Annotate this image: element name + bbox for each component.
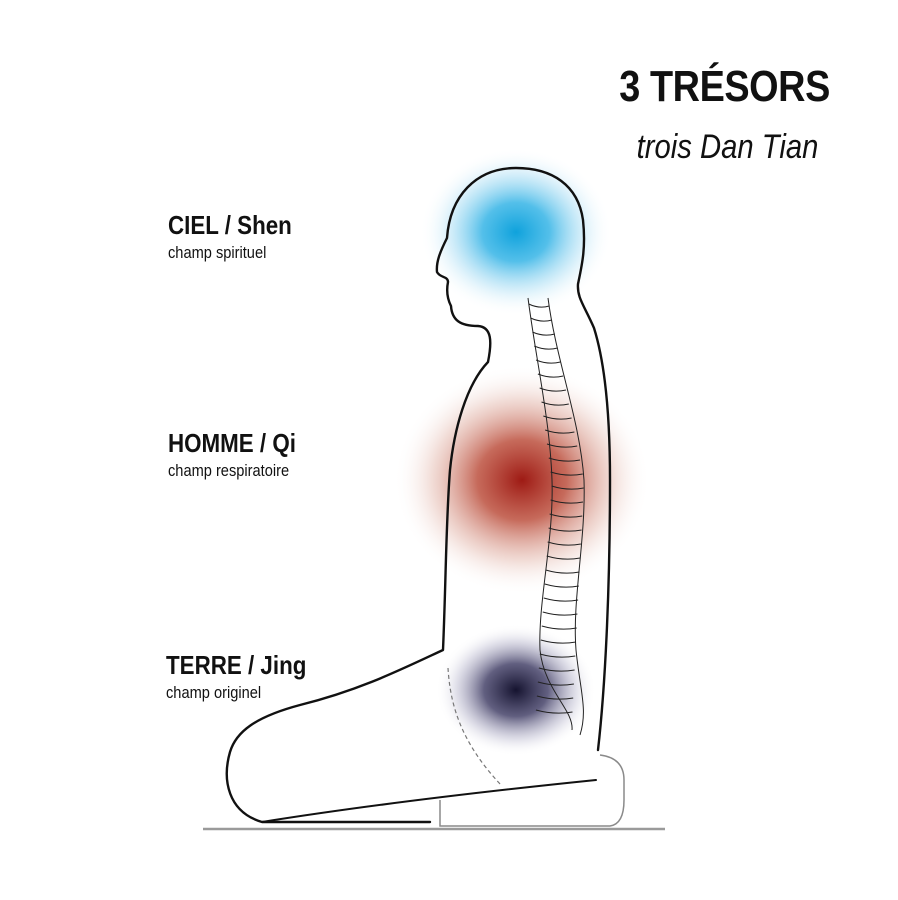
vertebra	[550, 499, 584, 504]
leg-outline	[261, 779, 597, 823]
jing-dantian-glow	[436, 624, 596, 756]
vertebra	[545, 569, 580, 574]
shen-dantian-glow	[420, 148, 612, 316]
page-subtitle: trois Dan Tian	[636, 128, 818, 166]
vertebra	[538, 667, 575, 672]
vertebra	[541, 401, 569, 406]
vertebra	[536, 695, 574, 700]
vertebra	[542, 611, 578, 616]
body-outline	[225, 166, 612, 824]
vertebra	[535, 359, 561, 364]
vertebra	[543, 415, 572, 420]
vertebra	[550, 471, 583, 476]
vertebra	[539, 653, 576, 658]
meditation-cushion	[439, 754, 625, 827]
page-title: 3 TRÉSORS	[619, 62, 830, 111]
vertebra	[537, 373, 564, 378]
vertebra	[540, 639, 577, 644]
treasure-label-homme: HOMME / Qi champ respiratoire	[168, 428, 296, 483]
vertebra	[541, 625, 577, 630]
vertebra	[547, 541, 581, 546]
vertebra	[544, 583, 579, 588]
vertebra	[528, 303, 550, 308]
vertebra	[537, 681, 574, 686]
vertebra	[548, 527, 582, 532]
hidden-leg-dashed	[447, 667, 503, 787]
qi-dantian-glow	[394, 365, 650, 595]
treasure-label-ciel: CIEL / Shen champ spirituel	[168, 210, 292, 265]
vertebra	[543, 597, 579, 602]
vertebra	[546, 555, 581, 560]
treasure-description: champ spirituel	[168, 243, 267, 262]
spine	[527, 297, 585, 736]
vertebra	[535, 709, 573, 714]
vertebra	[549, 513, 583, 518]
vertebra	[534, 345, 558, 350]
treasure-name: TERRE / Jing	[166, 650, 307, 680]
treasure-label-terre: TERRE / Jing champ originel	[166, 650, 306, 705]
vertebra	[546, 443, 578, 448]
treasure-name: HOMME / Qi	[168, 428, 296, 458]
vertebra	[548, 457, 581, 462]
vertebra	[530, 317, 553, 322]
treasure-description: champ respiratoire	[168, 461, 290, 480]
vertebra	[532, 331, 555, 336]
treasure-description: champ originel	[166, 683, 262, 702]
vertebra	[551, 485, 584, 490]
treasure-name: CIEL / Shen	[168, 210, 292, 240]
vertebra	[544, 429, 575, 434]
vertebra	[539, 387, 567, 392]
